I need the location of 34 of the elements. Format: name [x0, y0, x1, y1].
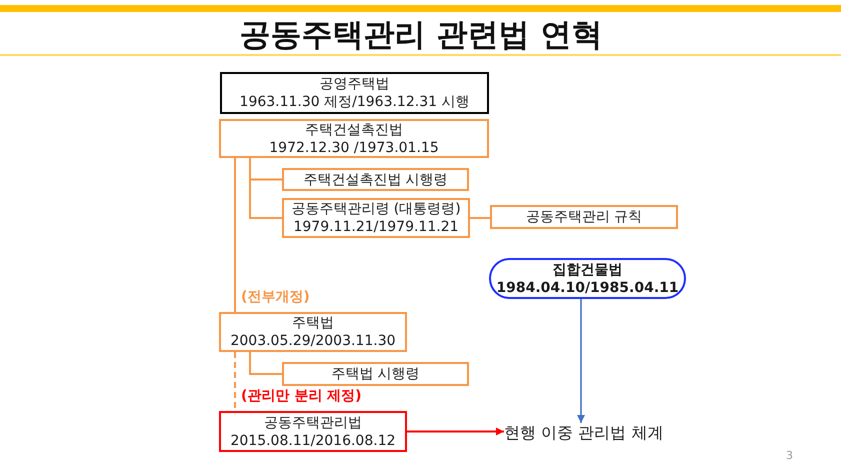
- connector-line: [234, 352, 236, 411]
- law-box: [219, 119, 489, 158]
- law-box: [219, 411, 407, 452]
- law-title: 주택건설촉진법 시행령: [303, 170, 448, 188]
- edge-label: (관리만 분리 제정): [241, 388, 362, 405]
- date-text: 1963.11.30 제정/1963.12.31 시행: [240, 93, 470, 111]
- page-title: 공동주택관리 관련법 연혁: [240, 16, 602, 54]
- result-text: 현행 이중 관리법 체계: [504, 423, 664, 442]
- law-title: 집합건물법: [552, 260, 622, 278]
- arrow: [407, 428, 504, 436]
- date-text: 1984.04.10/1985.04.11: [496, 278, 679, 296]
- law-title: 공동주택관리 규칙: [526, 208, 642, 226]
- law-title: 주택법: [292, 314, 334, 332]
- page-number: 3: [786, 449, 793, 462]
- decree-box: [282, 168, 469, 191]
- law-title: 주택건설촉진법: [305, 120, 403, 138]
- connector-line: [470, 217, 490, 219]
- law-box: [219, 312, 407, 352]
- edge-label: (전부개정): [241, 289, 310, 306]
- law-title: 공영주택법: [320, 75, 390, 93]
- law-box: [489, 258, 686, 299]
- law-title: 공동주택관리법: [264, 414, 362, 432]
- date-text: 1972.12.30 /1973.01.15: [269, 138, 439, 156]
- law-title: 주택법 시행령: [331, 365, 420, 383]
- arrow: [577, 299, 585, 423]
- date-text: 2003.05.29/2003.11.30: [230, 332, 396, 350]
- law-title: 공동주택관리령 (대통령령): [291, 200, 461, 218]
- connector-line: [234, 158, 236, 312]
- decree-box: [282, 362, 469, 386]
- law-box: [220, 72, 489, 114]
- date-text: 2015.08.11/2016.08.12: [230, 432, 396, 450]
- connector-line: [249, 352, 282, 375]
- date-text: 1979.11.21/1979.11.21: [293, 218, 459, 236]
- decree-box: [282, 198, 470, 238]
